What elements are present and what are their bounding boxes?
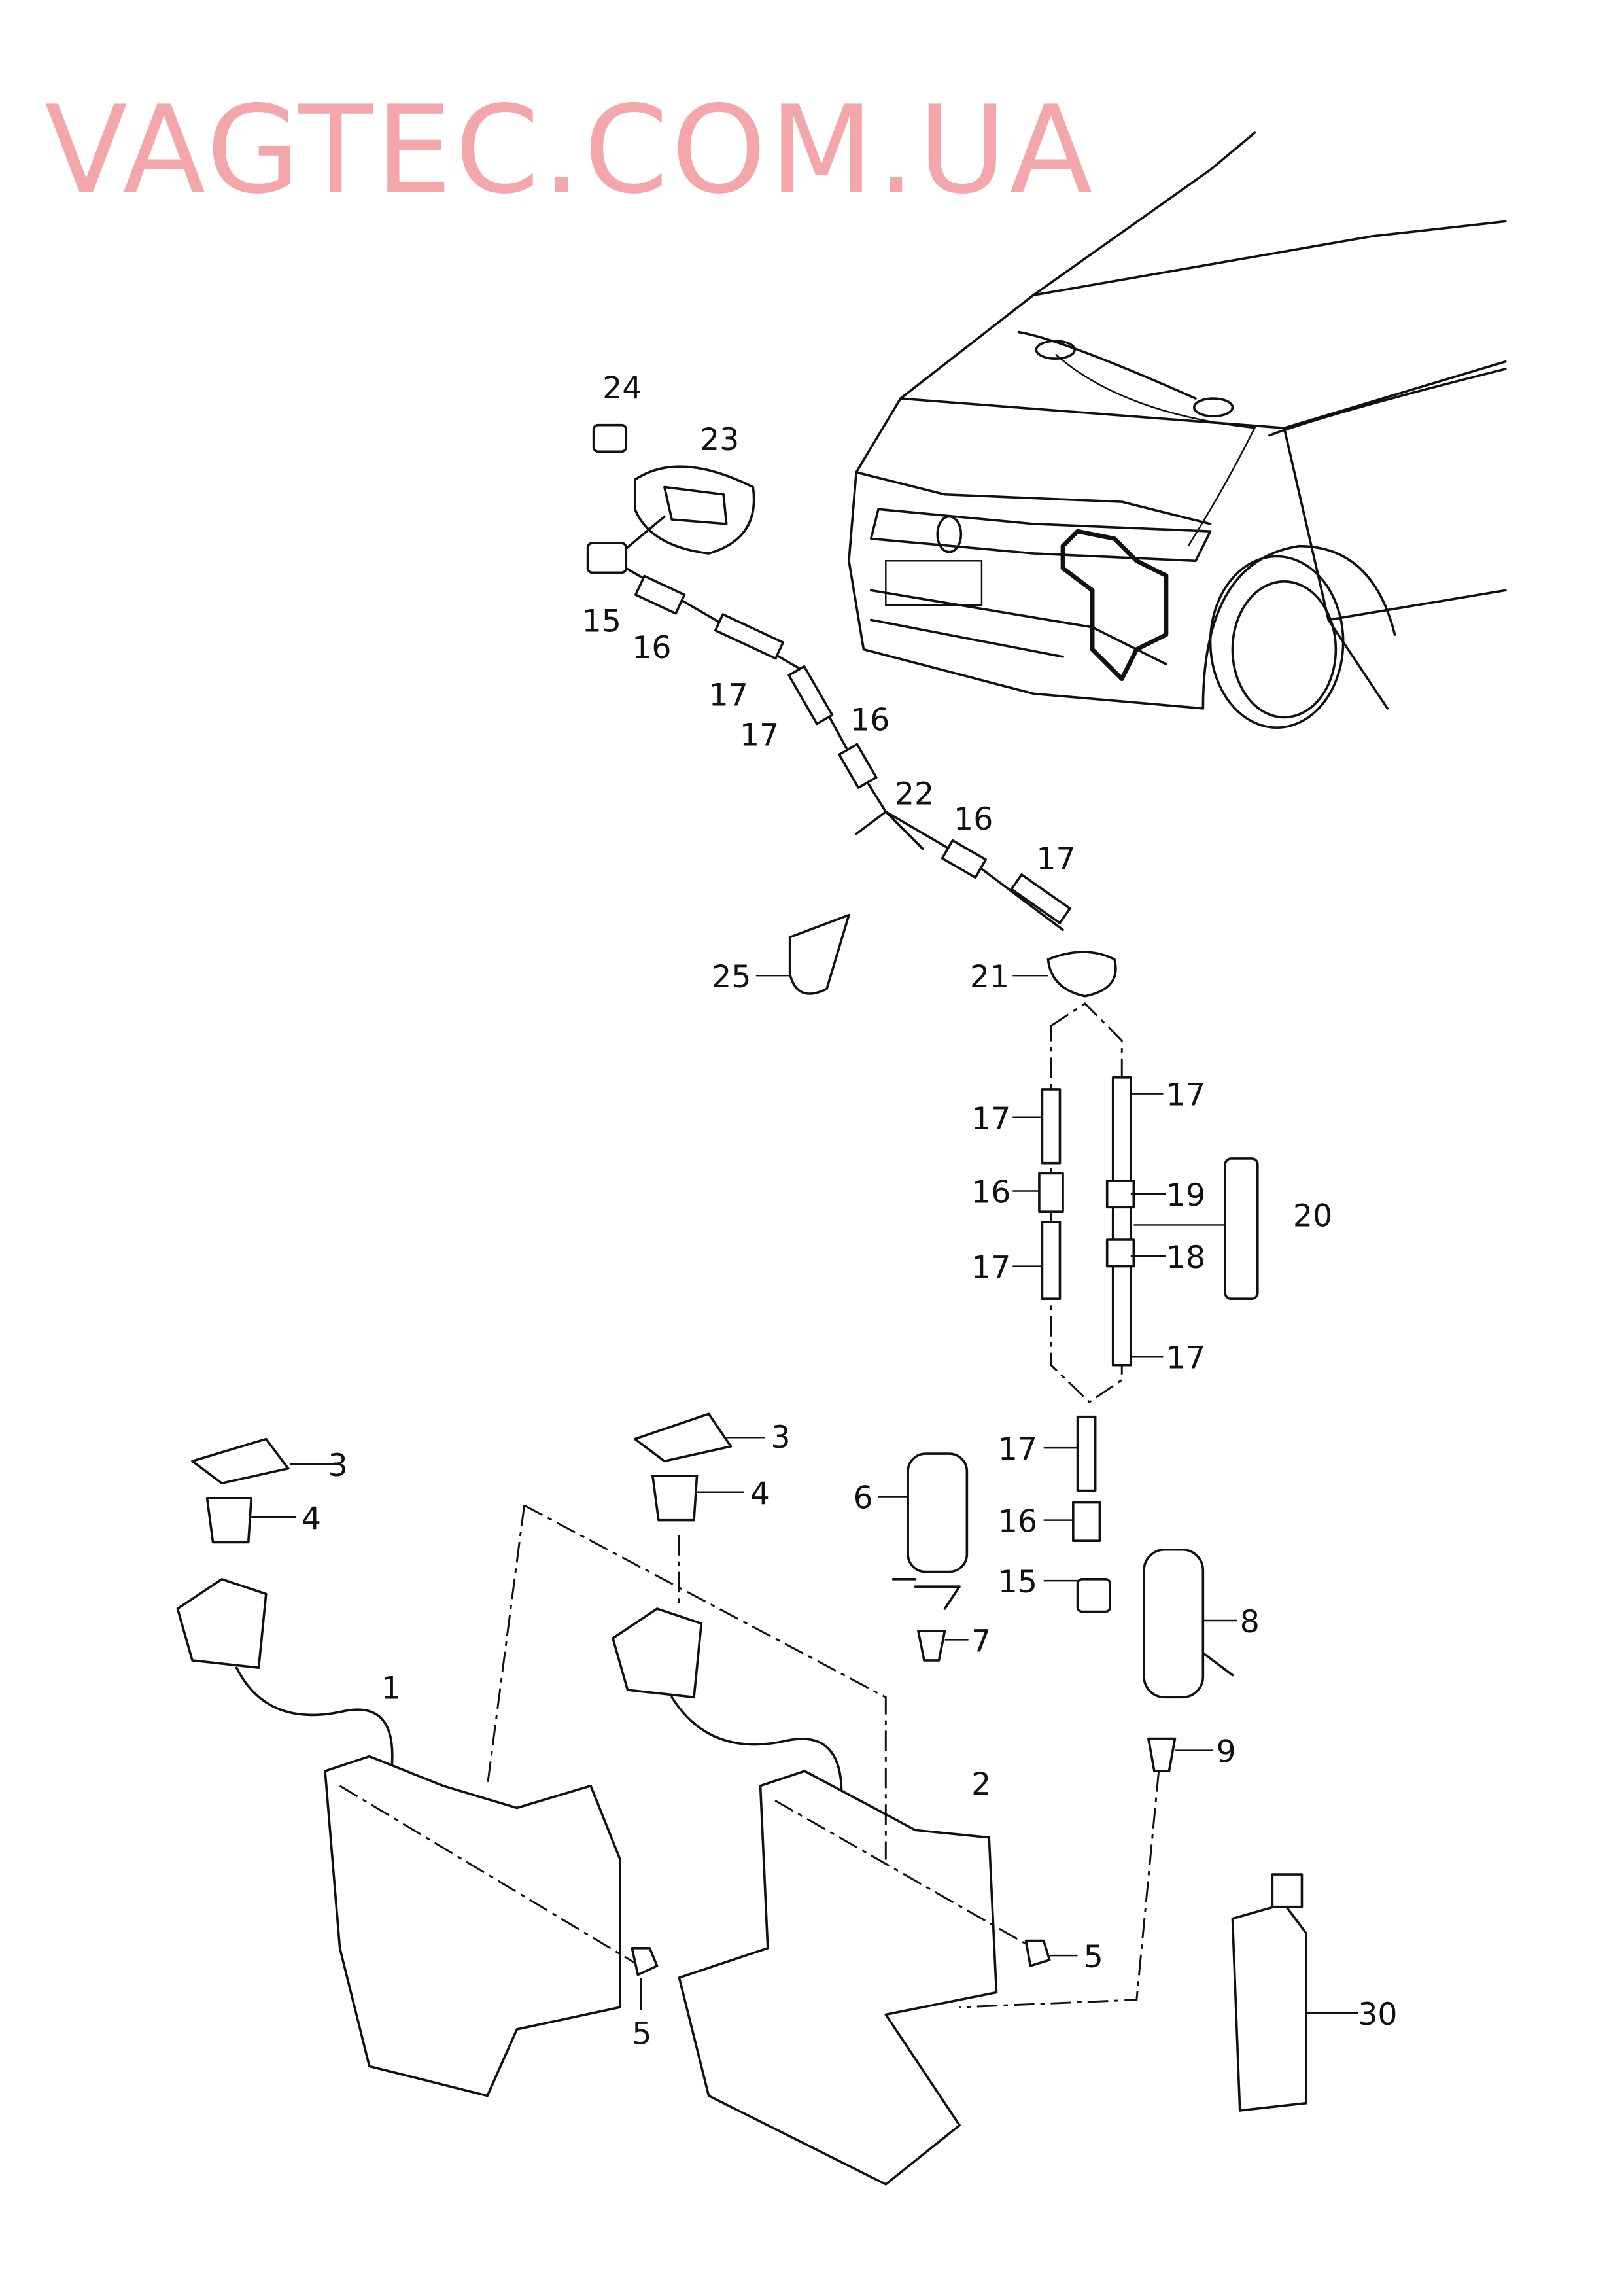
callout-8: 8: [1240, 1604, 1260, 1640]
callout-2: 2: [971, 1766, 991, 1802]
callout-30: 30: [1358, 1997, 1397, 2033]
callout-1: 1: [381, 1671, 401, 1707]
callout-9: 9: [1217, 1734, 1236, 1770]
vehicle-illustration: [848, 131, 1507, 729]
watermark: VAGTEC.COM.UA: [44, 79, 1095, 220]
callout-25: 25: [712, 959, 751, 995]
callout-17: 17: [971, 1250, 1011, 1286]
callout-17: 17: [971, 1101, 1011, 1137]
assembly-line: [339, 1504, 1160, 2008]
callout-15: 15: [998, 1564, 1037, 1600]
callout-16: 16: [954, 801, 993, 837]
callout-17: 17: [1036, 841, 1075, 877]
callout-17: 17: [1166, 1077, 1205, 1113]
caps: [191, 1412, 733, 1544]
callout-17: 17: [709, 677, 748, 713]
callout-16: 16: [850, 703, 890, 739]
callout-17: 17: [1166, 1340, 1205, 1376]
callout-16: 16: [971, 1175, 1011, 1211]
washer-pumps: [891, 1452, 1234, 1772]
callout-15: 15: [582, 604, 621, 640]
leader-lines: [251, 974, 1358, 2014]
hose-section: [1038, 1002, 1259, 1613]
callout-22: 22: [895, 776, 934, 812]
callout-3: 3: [770, 1420, 790, 1456]
callout-24: 24: [602, 370, 642, 406]
callout-23: 23: [700, 422, 739, 458]
callout-19: 19: [1166, 1178, 1205, 1214]
callout-17: 17: [998, 1431, 1037, 1467]
callout-18: 18: [1166, 1240, 1205, 1276]
callout-3: 3: [328, 1448, 348, 1484]
callouts: 24 23 15 16 17 17 16 22 16 17 25 21 17 1…: [302, 370, 1398, 2052]
reservoir-2: [612, 1607, 998, 2186]
callout-16: 16: [998, 1504, 1037, 1540]
callout-5: 5: [632, 2016, 651, 2052]
fluid-bottle: [1231, 1873, 1308, 2112]
callout-5: 5: [1084, 1939, 1103, 1975]
callout-4: 4: [750, 1476, 770, 1512]
callout-20: 20: [1293, 1199, 1332, 1235]
reservoir-1: [176, 1578, 622, 2097]
callout-16: 16: [632, 630, 671, 666]
callout-21: 21: [970, 959, 1009, 995]
callout-17: 17: [740, 717, 779, 753]
callout-7: 7: [971, 1623, 991, 1659]
washer-nozzle-assembly: [586, 423, 1117, 998]
callout-4: 4: [302, 1501, 321, 1537]
callout-6: 6: [854, 1480, 873, 1516]
